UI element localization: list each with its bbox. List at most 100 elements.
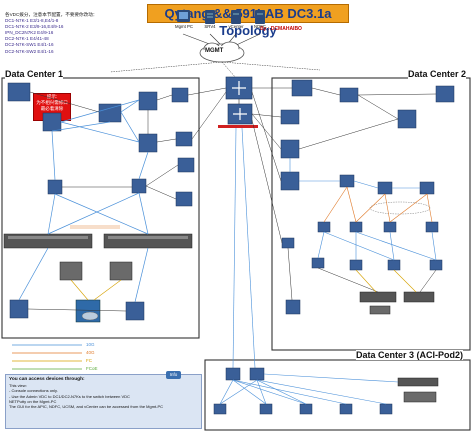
dc2-switch-icon	[435, 85, 455, 103]
author-label: By : DCMAHAIBO	[260, 26, 302, 32]
dc1-switch-icon	[125, 301, 145, 321]
dc2-devices[interactable]	[280, 79, 455, 315]
dc1-switch-icon	[7, 82, 31, 102]
dc3-label: Data Center 3 (ACI-Pod2)	[356, 350, 464, 360]
info-tag[interactable]: Info	[166, 371, 181, 379]
warning-line: 提示:	[46, 94, 58, 99]
legend-10g-label: 10G	[86, 342, 95, 347]
legend-lines	[12, 344, 82, 370]
dc1-switch-icon	[47, 179, 63, 195]
dc1-switch-icon	[42, 112, 62, 132]
dc3-servers[interactable]	[397, 377, 439, 403]
dc3-switch-icon	[299, 403, 313, 415]
dc1-links-fc	[70, 279, 122, 301]
info-line: This view:	[9, 383, 27, 389]
dc1-servers[interactable]	[3, 233, 193, 323]
mgmt-dashed-links	[109, 61, 321, 79]
dc1-switch-icon	[175, 131, 193, 147]
dc1-switch-icon	[138, 133, 158, 153]
legend-40g-label: 40G	[86, 350, 95, 355]
info-line: NETPutty on the Mgmt-PC	[9, 398, 57, 404]
dc1-box	[1, 77, 200, 339]
dc1-label: Data Center 1	[5, 69, 64, 79]
notes-heading: 各VDC拨分，注意本节配置，不要要你改动：	[5, 12, 98, 17]
dc2-switch-icon	[397, 109, 417, 129]
dc3-box	[204, 359, 471, 431]
info-line: The GUI for the APIC, NDFC, UCSM, and vC…	[9, 404, 164, 410]
dc2-switch-icon	[383, 221, 397, 233]
dc2-switch-icon	[349, 259, 363, 271]
dc3-switch-icon	[249, 367, 265, 381]
dc1-switch-icon	[171, 87, 189, 103]
notes-line: IPN_DC2N7K2 E4/9-16	[5, 30, 54, 36]
legend-fc-label: FC	[86, 358, 92, 363]
legend-fcoe-label: FCoE	[86, 366, 98, 371]
dc1-links-mgmt	[27, 87, 227, 312]
mgmt-router-icon[interactable]	[227, 103, 253, 125]
dc2-switch-icon	[425, 221, 439, 233]
dc1-switch-icon	[138, 91, 158, 111]
dc2-switch-icon	[311, 257, 325, 269]
dc2-switch-icon	[280, 109, 300, 125]
dc2-switch-icon	[317, 221, 331, 233]
dc3-switch-icon	[259, 403, 273, 415]
vcenter-label: vCenter	[228, 24, 244, 29]
mgmt-pc-icon[interactable]	[177, 10, 190, 22]
warning-line: 为不相兴需修口	[36, 100, 68, 105]
notes-line: DC1-N7K-1 E3/1-8,E4/1-8	[5, 18, 59, 24]
dc2-switch-icon	[377, 181, 393, 195]
dc2-switch-icon	[429, 259, 443, 271]
dc2-switch-icon	[339, 174, 355, 188]
mgmt-cloud-icon	[199, 41, 245, 63]
ndfc-label: NDFC	[254, 24, 266, 29]
dc2-switch-icon	[285, 299, 301, 315]
dc1-switch-icon	[9, 299, 29, 319]
dc2-switch-icon	[280, 171, 300, 191]
dc2-servers[interactable]	[359, 201, 435, 315]
mgmt-cloud-label: MGMT	[205, 48, 224, 54]
dc3-switch-icon	[379, 403, 393, 415]
ndfc-icon[interactable]	[255, 10, 265, 24]
dc1-links-10g	[18, 99, 149, 303]
notes-line: DC1-N7K-2 E3/9-16,E4/9-16	[5, 24, 64, 30]
dc2-links-mgmt	[251, 87, 437, 301]
dc2-links-40g	[323, 186, 433, 223]
dc3-switch-icon	[213, 403, 227, 415]
dc1-switch-icon	[175, 191, 193, 207]
dc2-switch-icon	[349, 221, 363, 233]
dc1-switch-icon	[131, 178, 147, 194]
core-to-dc2-links	[251, 119, 283, 244]
dc3-links	[219, 373, 399, 405]
dc2-switch-icon	[291, 79, 313, 97]
srv4-icon[interactable]	[205, 10, 215, 24]
dc1-switch-icon	[98, 103, 122, 123]
notes-line: DC2-N7K-SW2 E4/1-16	[5, 48, 54, 54]
dc2-links-fc	[355, 269, 417, 293]
notes-line: DC2-N7K-1 E4/41-48	[5, 36, 49, 42]
notes-line: DC2-N7K-SW1 E4/1-16	[5, 42, 54, 48]
mgmt-pc-label: Mgmt PC	[175, 24, 193, 29]
core-switch-icon[interactable]	[225, 76, 253, 100]
router-red-bar	[218, 125, 258, 128]
dc2-switch-icon	[339, 87, 359, 103]
info-line: - Use the Admin VDC to DC1/DC2-N7Ks to t…	[9, 393, 130, 399]
dc1-devices[interactable]	[7, 82, 195, 321]
vdc-notes: 各VDC拨分，注意本节配置，不要要你改动： DC1-N7K-1 E3/1-8,E…	[5, 12, 97, 55]
warning-line: 最必着清除	[40, 106, 64, 111]
dc3-switch-icon	[225, 367, 241, 381]
srv4-label: SRV4	[204, 24, 216, 29]
dc1-switch-icon	[177, 157, 195, 173]
dc1-links-40g	[70, 225, 120, 229]
vcenter-icon[interactable]	[231, 10, 241, 24]
info-heading: You can access devices through:	[9, 377, 85, 382]
dc2-switch-icon	[419, 181, 435, 195]
dc2-label: Data Center 2	[408, 69, 467, 79]
info-line: - Console connections only.	[9, 388, 58, 394]
dc3-devices[interactable]	[213, 367, 393, 415]
dc2-switch-icon	[387, 259, 401, 271]
dc2-links-10g	[289, 158, 437, 261]
dc2-switch-icon	[280, 139, 300, 159]
dc3-switch-icon	[339, 403, 353, 415]
core-to-dc3-links	[232, 127, 256, 369]
